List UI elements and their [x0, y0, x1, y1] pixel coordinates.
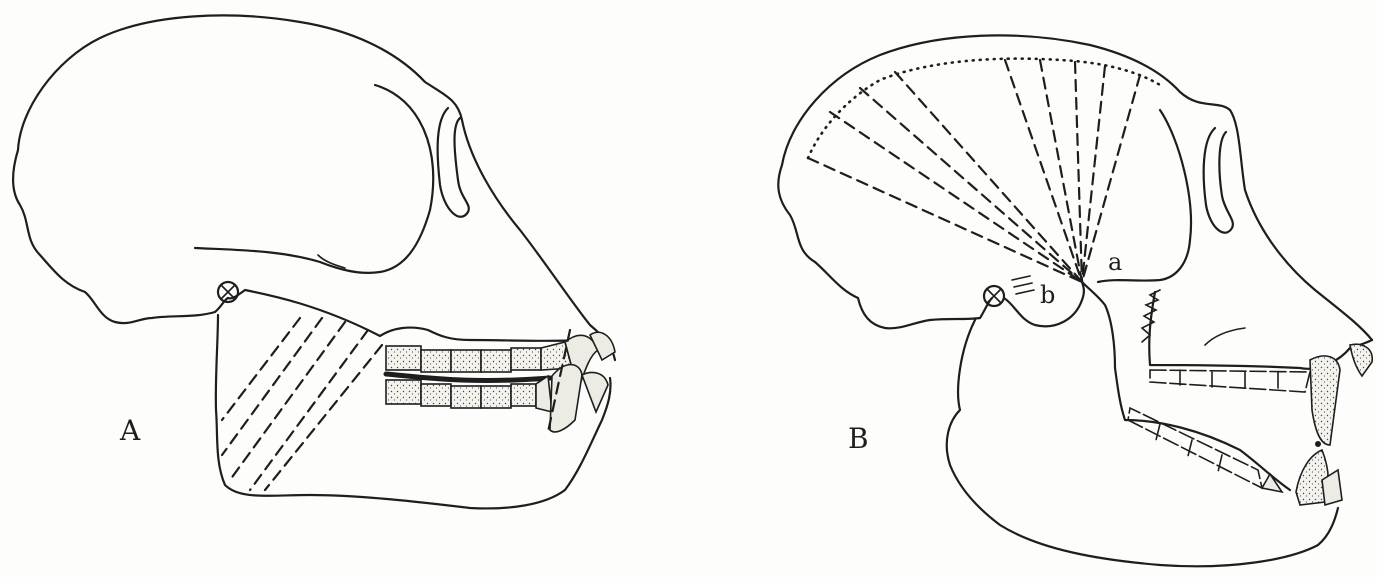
skull-b-cheek-line — [1205, 328, 1245, 345]
temporalis-fan-boundary — [808, 59, 1160, 158]
panel-b-label: B — [848, 422, 869, 455]
upper-incisor-b — [1350, 344, 1372, 376]
point-a-label: a — [1108, 248, 1122, 276]
skull-a-orbit — [438, 108, 469, 217]
temporalis-muscle-b — [808, 60, 1140, 282]
skull-b-mandible — [947, 320, 1338, 566]
canine-contact-point — [1315, 441, 1321, 447]
lower-teeth-b — [1128, 408, 1262, 488]
upper-teeth-b — [1150, 370, 1310, 392]
masseter-muscle-a — [222, 318, 382, 490]
jaw-joint-b-marker — [984, 286, 1004, 306]
skull-b-orbit — [1204, 128, 1233, 233]
skull-a — [13, 15, 615, 508]
muscle-attachment-marks — [1012, 276, 1034, 294]
skull-b — [778, 35, 1372, 566]
panel-a-label: A — [119, 414, 141, 447]
upper-canine-b — [1310, 356, 1340, 445]
skull-a-orbit-ridge — [195, 85, 433, 273]
skull-b-maxilla — [1149, 292, 1372, 369]
skull-b-condyle — [1004, 282, 1115, 368]
point-b-label: b — [1040, 281, 1055, 309]
